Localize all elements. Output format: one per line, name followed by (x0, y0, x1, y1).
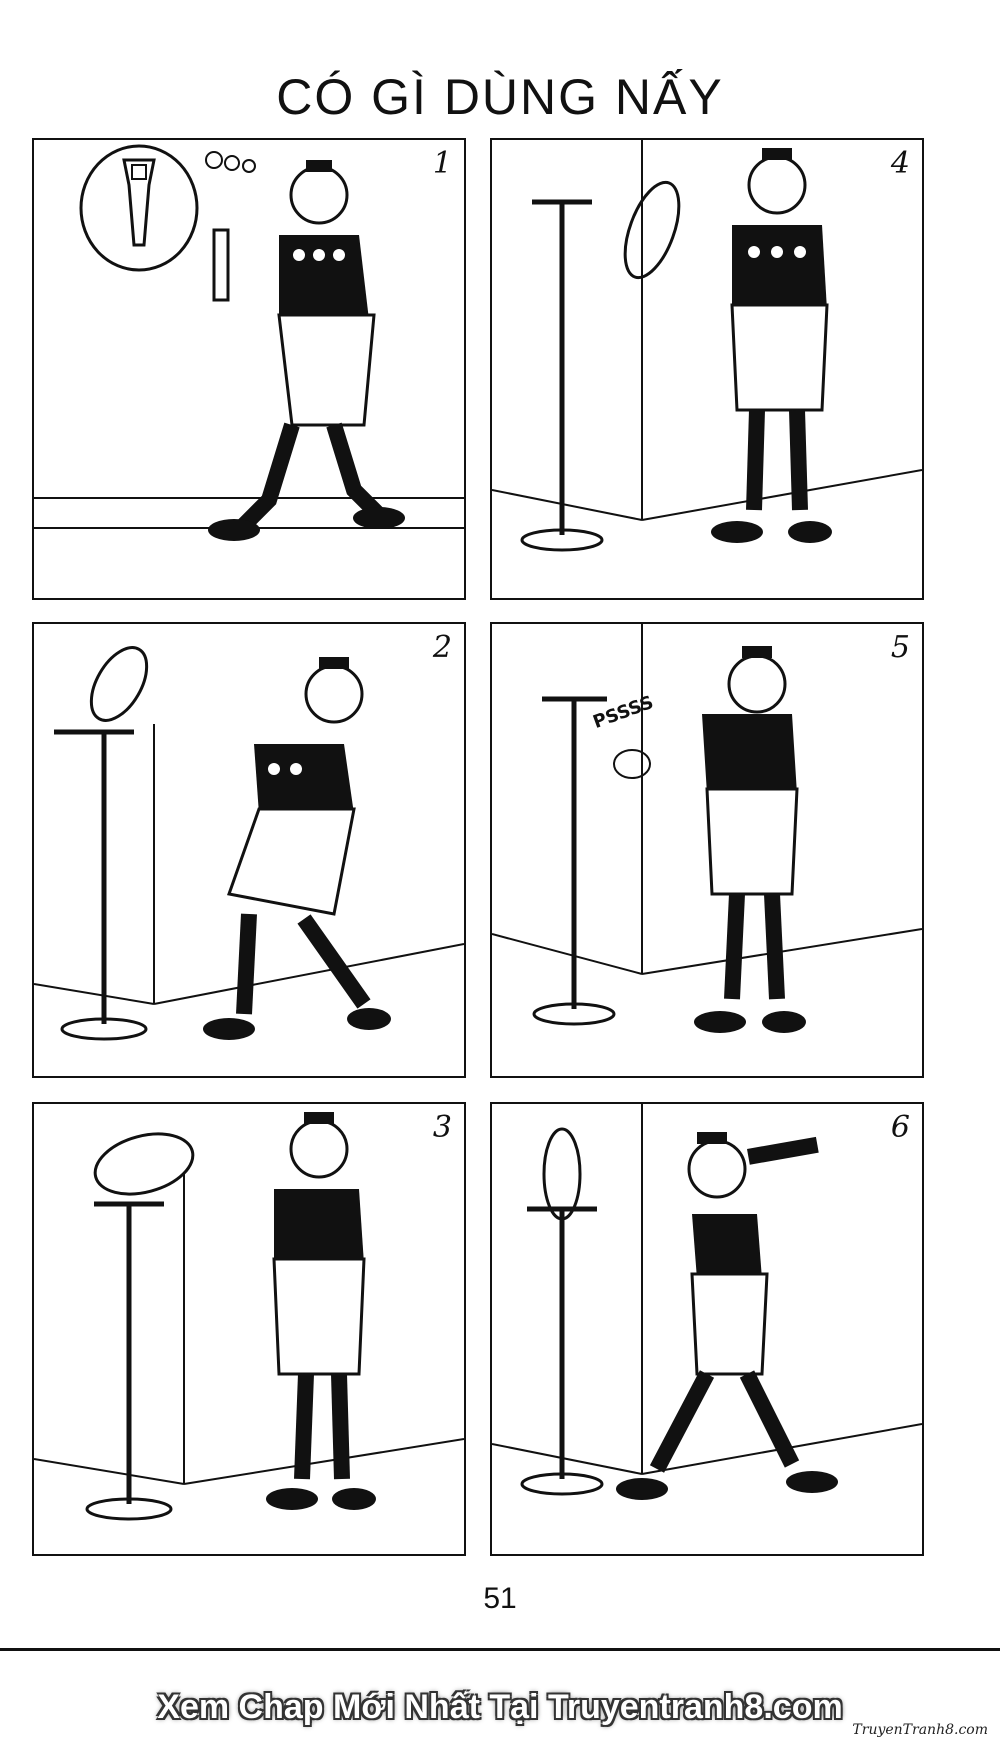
panel-4-illustration (492, 140, 922, 552)
comic-panel-2: 2 (32, 622, 466, 1078)
panel-number: 1 (432, 146, 452, 181)
page-title: CÓ GÌ DÙNG NẤY (276, 69, 724, 125)
comic-panel-1: 1 (32, 138, 466, 600)
panel-number: 5 (890, 630, 910, 665)
panel-number: 6 (890, 1110, 910, 1145)
comic-panel-3: 3 (32, 1102, 466, 1556)
panel-5-illustration (492, 624, 922, 1033)
footer-promo-link[interactable]: Xem Chap Mới Nhất Tại Truyentranh8.com (157, 1688, 843, 1726)
panel-2-illustration (34, 646, 464, 1041)
site-watermark: TruyenTranh8.com (852, 1722, 988, 1738)
footer-divider (0, 1648, 1000, 1651)
panel-1-illustration (34, 144, 464, 541)
panel-number: 3 (432, 1110, 452, 1145)
panel-number: 2 (432, 630, 452, 665)
panel-6-illustration (492, 1104, 922, 1500)
comic-panel-5: PSSSS 5 (490, 622, 924, 1078)
comic-panel-4: 4 (490, 138, 924, 600)
panel-number: 4 (890, 146, 910, 181)
comic-panel-6: 6 (490, 1102, 924, 1556)
panel-3-illustration (34, 1112, 464, 1521)
page-number: 51 (483, 1582, 517, 1615)
